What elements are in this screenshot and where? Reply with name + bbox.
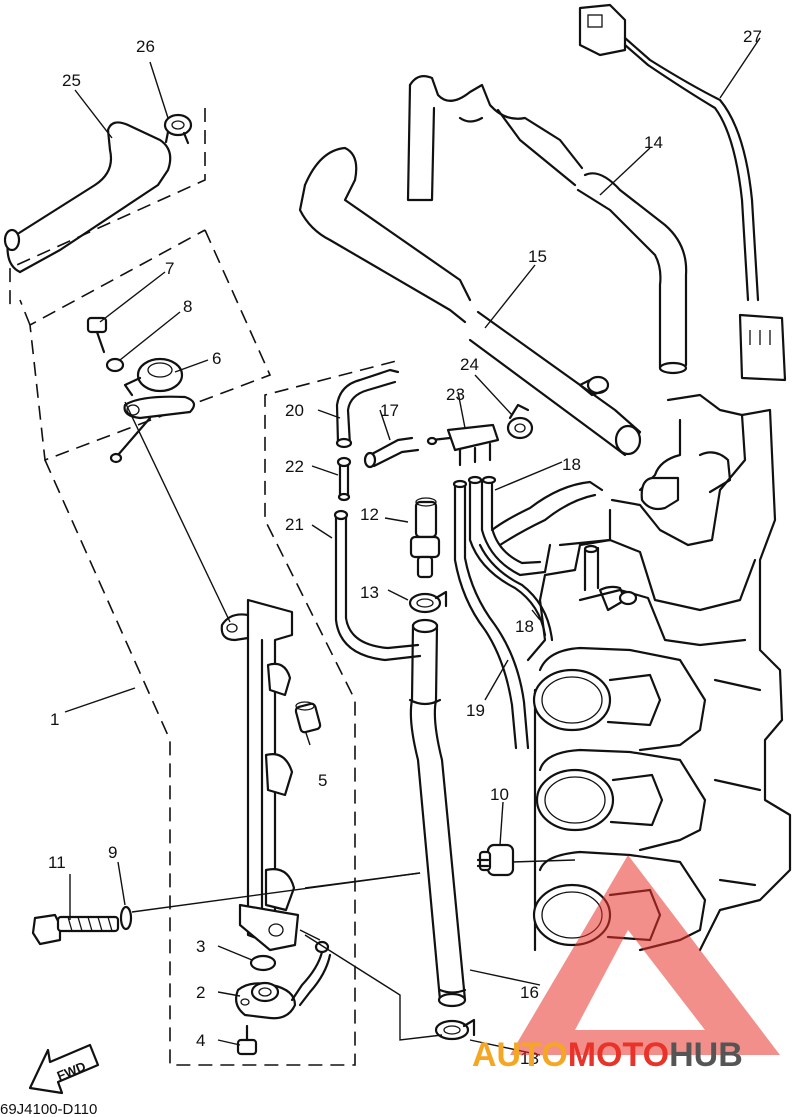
callout-26: 26 xyxy=(136,37,155,56)
callout-15: 15 xyxy=(528,247,547,266)
watermark-text: AUTOMOTOHUB xyxy=(472,1036,743,1074)
callout-11: 11 xyxy=(48,853,66,872)
watermark: AUTOMOTOHUB xyxy=(472,855,780,1074)
callout-6: 6 xyxy=(212,349,221,368)
valve-12 xyxy=(409,497,441,579)
clamp-26 xyxy=(163,113,193,145)
diagram-part-code: 69J4100-D110 xyxy=(0,1101,97,1117)
callout-23: 23 xyxy=(446,385,465,404)
callout-22: 22 xyxy=(285,457,304,476)
harness-27 xyxy=(578,3,787,382)
o-ring-3 xyxy=(249,954,277,972)
bolt-11 xyxy=(31,913,120,946)
callout-16: 16 xyxy=(520,983,539,1002)
bolt-4 xyxy=(236,1024,258,1056)
hose-14 xyxy=(406,75,688,375)
hose-21 xyxy=(333,509,422,662)
callout-5: 5 xyxy=(318,771,327,790)
pressure-regulator-6 xyxy=(109,357,196,464)
fuel-rail-1 xyxy=(220,598,300,952)
callout-25: 25 xyxy=(62,71,81,90)
callout-13-upper: 13 xyxy=(360,583,379,602)
callout-21: 21 xyxy=(285,515,304,534)
hose-25 xyxy=(3,121,172,274)
callout-24: 24 xyxy=(460,355,479,374)
forward-arrow-icon: FWD xyxy=(28,1043,100,1095)
callout-12: 12 xyxy=(360,505,379,524)
callout-3: 3 xyxy=(196,937,205,956)
hose-16 xyxy=(408,618,467,1008)
callout-2: 2 xyxy=(196,983,205,1002)
washer-8 xyxy=(105,357,125,373)
fuel-joint-2 xyxy=(235,940,332,1020)
callout-10: 10 xyxy=(490,785,509,804)
callout-1: 1 xyxy=(50,710,59,729)
throttle-bore-middle xyxy=(535,768,664,832)
hose-20 xyxy=(335,368,400,449)
callout-8: 8 xyxy=(183,297,192,316)
hose-17 xyxy=(363,436,420,469)
throttle-bore-upper xyxy=(532,668,662,732)
callout-9: 9 xyxy=(108,843,117,862)
callout-17: 17 xyxy=(380,401,399,420)
clamp-13-upper xyxy=(408,590,448,614)
bolt-7 xyxy=(86,316,108,354)
connector-5 xyxy=(294,701,322,734)
callout-18-lower: 18 xyxy=(515,617,534,636)
callout-14: 14 xyxy=(644,133,663,152)
callout-19: 19 xyxy=(466,701,485,720)
grommet-10 xyxy=(476,843,515,877)
clamp-13-lower xyxy=(434,1018,476,1041)
leader-lines xyxy=(64,37,761,1056)
throttle-body xyxy=(526,393,792,952)
joint-22 xyxy=(336,456,352,502)
washer-9 xyxy=(119,905,133,931)
callout-27: 27 xyxy=(743,27,762,46)
clamp-24 xyxy=(506,403,534,440)
joint-23 xyxy=(426,423,500,467)
hose-19 xyxy=(452,475,530,750)
callout-7: 7 xyxy=(165,259,174,278)
callout-4: 4 xyxy=(196,1031,205,1050)
hose-15 xyxy=(298,146,642,457)
callout-18-upper: 18 xyxy=(562,455,581,474)
hose-18 xyxy=(468,478,604,642)
callout-20: 20 xyxy=(285,401,304,420)
watermark-logo-triangle xyxy=(510,855,780,1055)
